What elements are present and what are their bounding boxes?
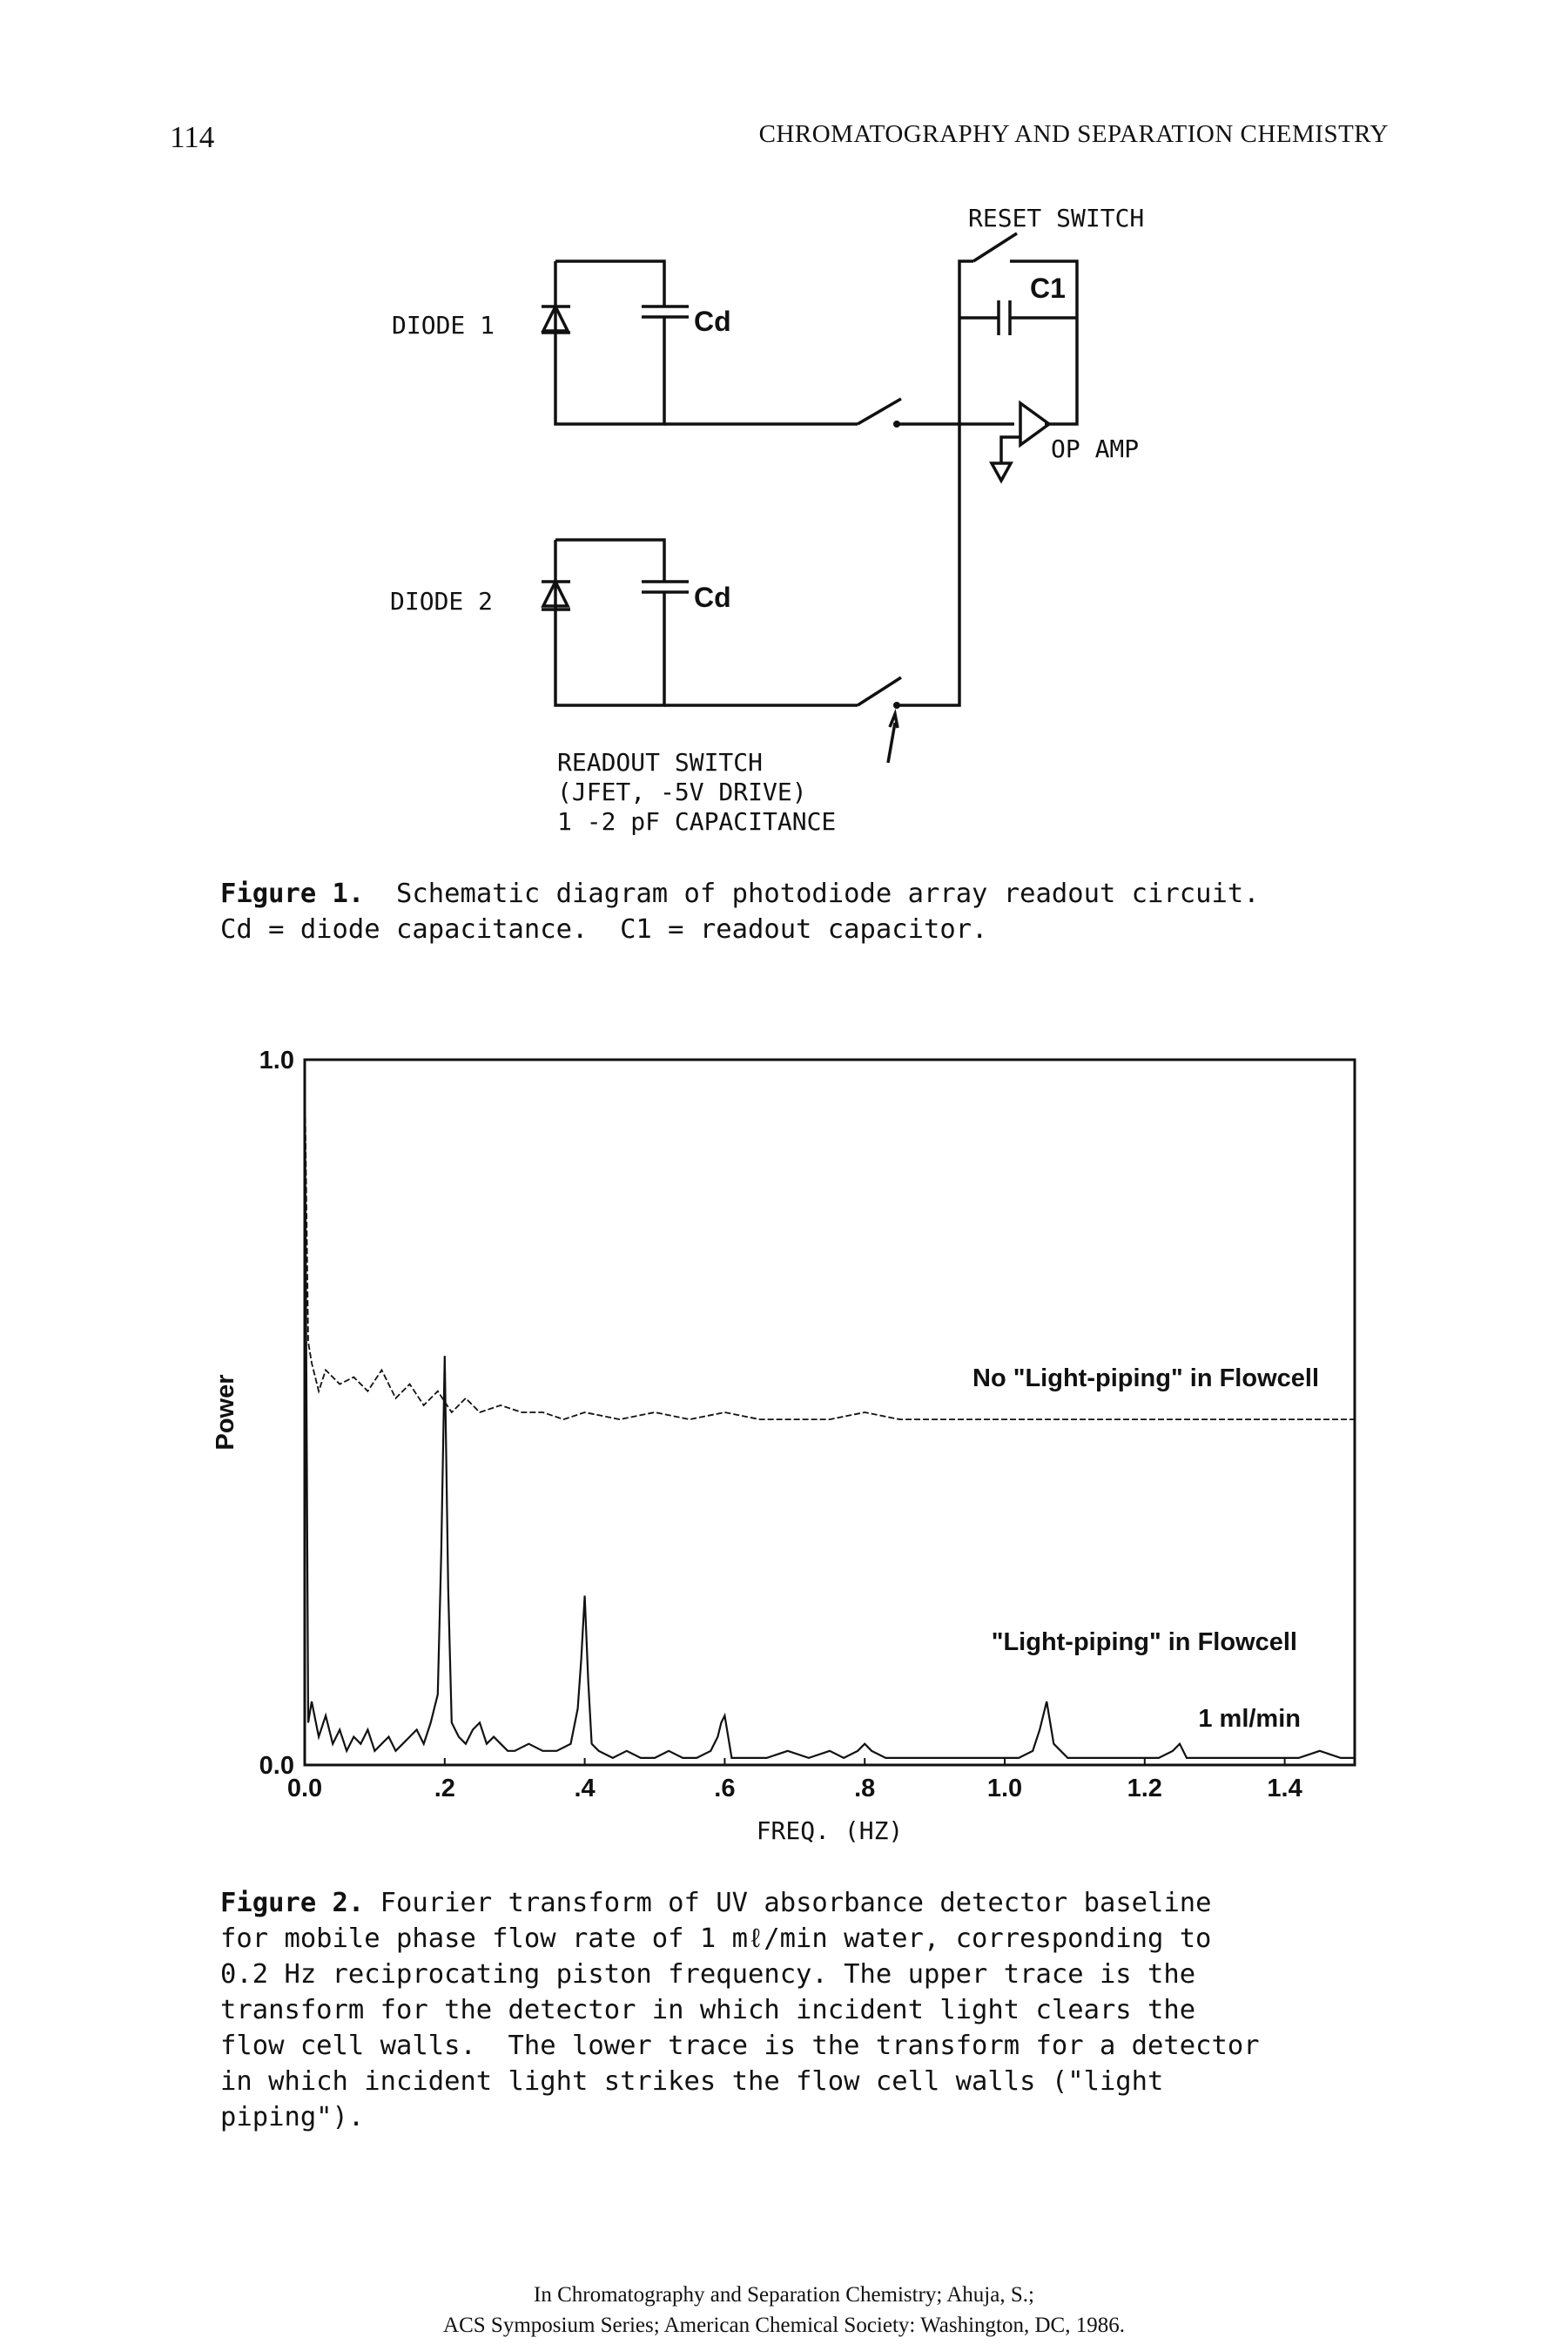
figure2-caption-line-5: flow cell walls. The lower trace is the … <box>220 2031 1260 2061</box>
x-tick-label: .4 <box>575 1775 596 1802</box>
diode2-top-wire <box>555 538 666 582</box>
x-tick-label: 1.2 <box>1127 1775 1162 1802</box>
reset-switch-label: RESET SWITCH <box>968 204 1144 232</box>
x-tick-label: .6 <box>714 1775 735 1802</box>
diode1-loop-wire <box>554 261 666 426</box>
jfet-label: (JFET, -5V DRIVE) <box>557 778 807 806</box>
citation-line2: ACS Symposium Series; American Chemical … <box>443 2314 1125 2337</box>
diode1-symbol <box>541 303 570 333</box>
switch2-blade <box>857 676 902 707</box>
annotation-light-piping: "Light-piping" in Flowcell <box>992 1628 1297 1656</box>
figure1-caption: Figure 1. Schematic diagram of photodiod… <box>220 876 1260 947</box>
series-light-piping <box>303 1059 1355 1760</box>
plot-frame <box>303 1058 1356 1767</box>
ground-symbol <box>989 461 1013 484</box>
figure2-caption-line-2: for mobile phase flow rate of 1 mℓ/min w… <box>220 1923 1212 1954</box>
x-tick-label: .2 <box>434 1775 455 1802</box>
running-head: CHROMATOGRAPHY AND SEPARATION CHEMISTRY <box>758 120 1389 148</box>
annotation-flow-rate: 1 ml/min <box>1198 1705 1301 1733</box>
capacitance-label: 1 -2 pF CAPACITANCE <box>557 807 836 836</box>
cd1-label: Cd <box>694 306 731 337</box>
x-axis-ticks: 0.0 .2 .4 .6 .8 1.0 1.2 1.4 <box>287 1758 1302 1802</box>
figure2-caption-line-7: piping"). <box>220 2102 365 2132</box>
figure2-caption-label: Figure 2. <box>220 1888 365 1918</box>
figure2-caption-line-6: in which incident light strikes the flow… <box>220 2066 1164 2097</box>
figure2-chart: 0.0 .2 .4 .6 .8 1.0 1.2 1.4 0.0 1.0 No "Light-pi… <box>212 1047 1356 1845</box>
figure1-caption-line1: Schematic diagram of photodiode array re… <box>396 879 1260 909</box>
y-axis-ticks: 0.0 1.0 <box>259 1047 294 1780</box>
figure1-caption-label: Figure 1. <box>220 879 365 909</box>
series-layer <box>303 1059 1355 1760</box>
x-tick-label: 1.4 <box>1267 1775 1302 1802</box>
readout-switch-label: READOUT SWITCH <box>557 748 763 777</box>
page-number: 114 <box>170 120 215 154</box>
x-tick-label: .8 <box>854 1775 875 1802</box>
series-no-light-piping <box>304 1074 1355 1421</box>
figure1-caption-line2: Cd = diode capacitance. C1 = readout cap… <box>220 914 988 945</box>
c1-label: C1 <box>1030 273 1066 304</box>
diode2-label: DIODE 2 <box>390 587 493 616</box>
figure2-caption-line-1: Fourier transform of UV absorbance detec… <box>380 1888 1212 1918</box>
figure2-caption-line-3: 0.2 Hz reciprocating piston frequency. T… <box>220 1959 1196 1990</box>
op-amp-symbol <box>1019 400 1052 448</box>
diode1-label: DIODE 1 <box>392 311 495 340</box>
x-tick-label: 0.0 <box>287 1775 322 1802</box>
readout-bus-wire <box>897 424 961 707</box>
y-axis-title: Power <box>212 1374 239 1450</box>
figure1-schematic: RESET SWITCH DIODE 1 Cd C1 OP AMP DIODE … <box>390 204 1144 836</box>
reset-switch-blade <box>972 232 1018 263</box>
figure2-caption: Figure 2. Fourier transform of UV absorb… <box>220 1885 1260 2135</box>
x-axis-title: FREQ. (HZ) <box>757 1816 904 1845</box>
diode2-loop-wire <box>554 540 666 707</box>
citation-footer: In Chromatography and Separation Chemist… <box>0 2280 1568 2341</box>
diode2-symbol <box>541 578 570 608</box>
annotation-no-light-piping: No "Light-piping" in Flowcell <box>972 1364 1319 1392</box>
feedback-wire <box>1010 259 1079 426</box>
op-amp-label: OP AMP <box>1051 434 1139 463</box>
y-tick-label: 1.0 <box>259 1047 294 1074</box>
x-tick-label: 1.0 <box>987 1775 1022 1802</box>
y-tick-label: 0.0 <box>259 1752 294 1780</box>
switch1-blade <box>857 397 902 426</box>
citation-line1: In Chromatography and Separation Chemist… <box>534 2283 1034 2307</box>
diode1-top-wire <box>555 259 666 307</box>
cd2-label: Cd <box>694 582 731 613</box>
figure2-caption-line-4: transform for the detector in which inci… <box>220 1995 1196 2025</box>
